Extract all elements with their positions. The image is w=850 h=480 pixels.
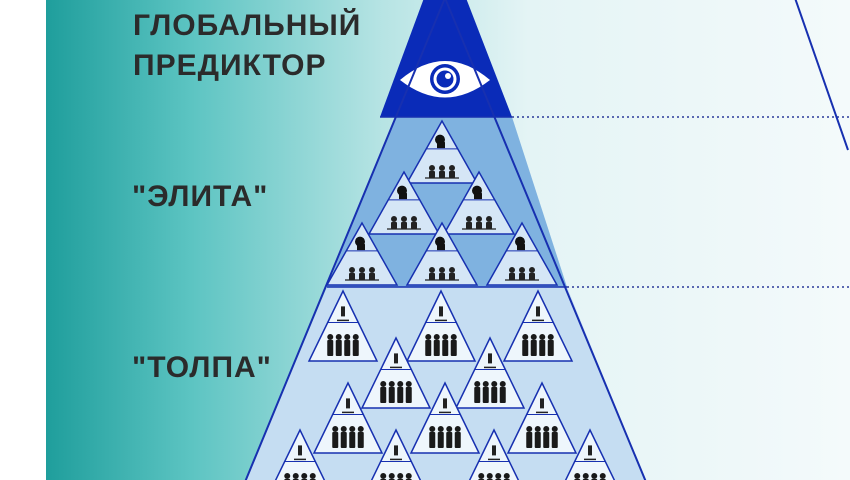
elite-subpyramid bbox=[442, 170, 516, 235]
crowd-subpyramid bbox=[405, 289, 477, 362]
elite-subpyramid bbox=[405, 119, 479, 184]
crowd-subpyramid bbox=[506, 381, 578, 454]
adjacent-pyramid-edge bbox=[794, 0, 849, 151]
crowd-subpyramid bbox=[360, 428, 432, 480]
crowd-subpyramid bbox=[454, 336, 526, 409]
elite-subpyramids bbox=[325, 119, 559, 286]
crowd-subpyramid bbox=[502, 289, 574, 362]
elite-band bbox=[327, 117, 567, 287]
elite-subpyramid bbox=[485, 221, 559, 286]
pyramid-outline bbox=[244, 0, 647, 480]
label-elite: "ЭЛИТА" bbox=[132, 180, 269, 213]
elite-subpyramid bbox=[367, 170, 441, 235]
crowd-subpyramid bbox=[312, 381, 384, 454]
elite-subpyramid bbox=[325, 221, 399, 286]
predictor-apex bbox=[380, 0, 512, 117]
crowd-subpyramid bbox=[360, 336, 432, 409]
label-line: ПРЕДИКТОР bbox=[133, 49, 327, 82]
crowd-subpyramid bbox=[307, 289, 379, 362]
left-margin bbox=[0, 0, 46, 480]
crowd-subpyramid bbox=[458, 428, 530, 480]
elite-subpyramid bbox=[405, 221, 479, 286]
label-line: ГЛОБАЛЬНЫЙ bbox=[133, 9, 362, 42]
label-crowd: "ТОЛПА" bbox=[132, 351, 272, 384]
crowd-subpyramid bbox=[264, 428, 336, 480]
label-global-predictor: ГЛОБАЛЬНЫЙ ПРЕДИКТОР bbox=[133, 6, 361, 86]
crowd-subpyramid bbox=[409, 381, 481, 454]
eye-icon bbox=[400, 61, 490, 98]
crowd-subpyramid bbox=[554, 428, 626, 480]
crowd-subpyramids bbox=[264, 289, 626, 480]
